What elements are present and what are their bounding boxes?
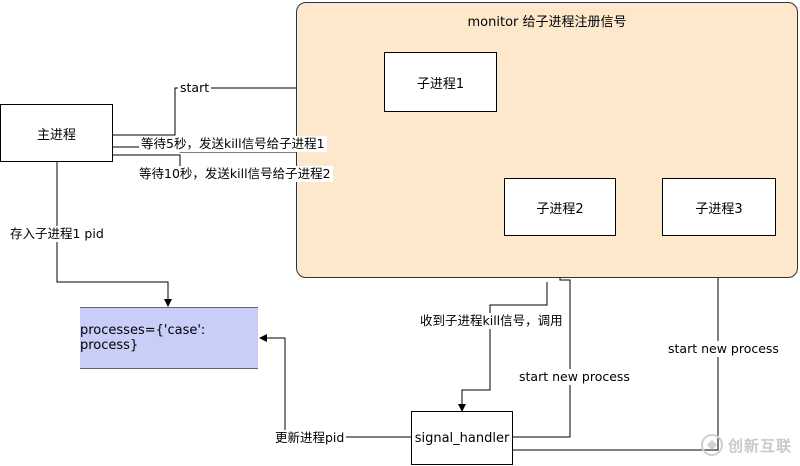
child-process-3-node: 子进程3	[662, 178, 776, 236]
edge-label-received-kill: 收到子进程kill信号，调用	[418, 313, 565, 329]
edge-label-store-pid: 存入子进程1 pid	[8, 226, 106, 242]
edge-store-pid	[56, 162, 172, 307]
edge-label-start-new-2: start new process	[666, 341, 781, 357]
edge-label-start: start	[178, 80, 212, 96]
child-process-2-label: 子进程2	[536, 201, 584, 217]
monitor-title: monitor 给子进程注册信号	[467, 15, 627, 30]
edge-label-start-new-1: start new process	[517, 369, 632, 385]
main-process-label: 主进程	[36, 127, 76, 143]
edge-label-update-pid: 更新进程pid	[273, 430, 347, 446]
child-process-1-label: 子进程1	[416, 76, 465, 92]
watermark-text: 创新互联	[728, 436, 793, 455]
signal-handler-label: signal_handler	[414, 430, 510, 446]
watermark-logo-icon	[701, 434, 723, 456]
edge-start-new-child3	[513, 236, 722, 451]
child-process-1-node: 子进程1	[384, 52, 497, 112]
processes-store-label: processes={'case': process}	[80, 323, 206, 353]
processes-store-node: processes={'case': process}	[80, 307, 258, 369]
edge-update-pid	[259, 334, 411, 438]
watermark: 创新互联	[700, 428, 796, 462]
edge-label-wait5: 等待5秒，发送kill信号给子进程1	[139, 136, 327, 152]
main-process-node: 主进程	[0, 104, 113, 162]
child-process-2-node: 子进程2	[504, 178, 616, 236]
edge-label-wait10: 等待10秒，发送kill信号给子进程2	[137, 166, 333, 182]
monitor-container: monitor 给子进程注册信号	[296, 2, 798, 278]
signal-handler-node: signal_handler	[411, 411, 513, 465]
edge-received-kill	[458, 282, 548, 412]
child-process-3-label: 子进程3	[695, 201, 743, 217]
